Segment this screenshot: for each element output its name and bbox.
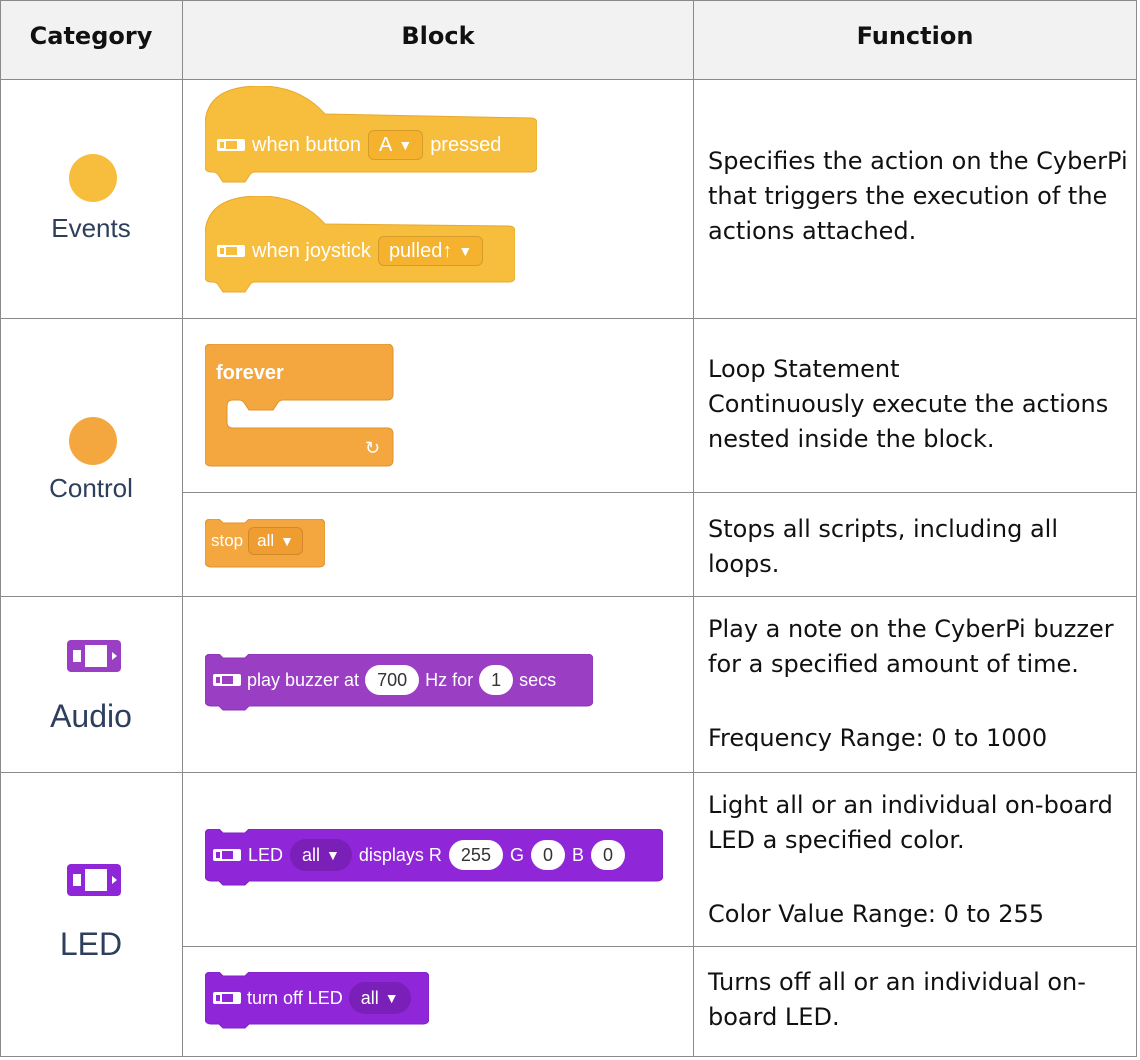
events-function-text: Specifies the action on the CyberPi that… xyxy=(708,147,1128,245)
led-off-dropdown[interactable]: all ▼ xyxy=(348,982,411,1014)
forever-block[interactable]: forever ↻ xyxy=(205,344,395,468)
pressed-label: pressed xyxy=(430,133,502,156)
table-header xyxy=(1,1,1136,79)
grid-line xyxy=(0,318,1137,319)
hz-for-label: Hz for xyxy=(425,669,474,690)
button-dropdown[interactable]: A▼ xyxy=(367,130,424,160)
joystick-dropdown-value: pulled↑ xyxy=(388,239,453,262)
when-joystick-pulled-block[interactable]: when joystick pulled↑ ▼ xyxy=(205,196,515,296)
stop-function-text: Stops all scripts, including all loops. xyxy=(708,515,1058,578)
stop-block[interactable]: stop all ▼ xyxy=(205,519,325,571)
dropdown-caret-icon: ▼ xyxy=(280,533,295,549)
grid-line xyxy=(693,0,694,1057)
b-label: B xyxy=(572,844,585,865)
grid-line xyxy=(0,0,1137,1)
led-dropdown-value: all xyxy=(302,844,321,865)
c-block-shape xyxy=(205,344,394,467)
when-button-label: when button xyxy=(252,133,361,156)
frequency-input[interactable]: 700 xyxy=(365,665,420,695)
dropdown-caret-icon: ▼ xyxy=(458,243,473,259)
header-block: Block xyxy=(401,22,475,50)
button-dropdown-value: A xyxy=(378,133,393,156)
cyberpi-device-icon xyxy=(213,990,241,1006)
events-category-label: Events xyxy=(51,213,131,243)
loop-arrow-icon: ↻ xyxy=(365,438,381,458)
audio-function-text: Play a note on the CyberPi buzzer for a … xyxy=(708,615,1114,678)
stop-label: stop xyxy=(211,531,244,550)
cyberpi-device-icon xyxy=(213,672,241,688)
grid-line xyxy=(0,0,1,1057)
forever-function-text: Continuously execute the actions nested … xyxy=(708,390,1109,453)
secs-label: secs xyxy=(519,669,557,690)
cyberpi-device-icon xyxy=(217,243,245,259)
grid-line xyxy=(0,772,1137,773)
play-buzzer-block[interactable]: play buzzer at 700 Hz for 1 secs xyxy=(205,654,593,716)
duration-input[interactable]: 1 xyxy=(479,665,514,695)
led-off-dropdown-value: all xyxy=(360,987,379,1008)
led-category-label: LED xyxy=(59,926,123,962)
events-category-icon xyxy=(69,154,117,202)
turn-off-led-block[interactable]: turn off LED all ▼ xyxy=(205,972,429,1032)
grid-line xyxy=(183,946,1137,947)
led-display-function-range: Color Value Range: 0 to 255 xyxy=(708,900,1045,928)
cyberpi-device-icon xyxy=(67,640,121,672)
green-value-input[interactable]: 0 xyxy=(530,840,565,870)
header-function: Function xyxy=(856,22,974,50)
grid-line xyxy=(0,596,1137,597)
blue-value-input[interactable]: 0 xyxy=(591,840,626,870)
grid-line xyxy=(0,1056,1137,1057)
led-select-dropdown[interactable]: all ▼ xyxy=(290,839,352,871)
control-category-label: Control xyxy=(49,473,133,503)
audio-category-label: Audio xyxy=(50,698,132,734)
led-displays-block[interactable]: LED all ▼ displays R 255 G 0 B 0 xyxy=(205,829,663,891)
stop-dropdown-value: all xyxy=(257,531,275,550)
hat-block-shape xyxy=(205,196,515,293)
grid-line xyxy=(182,0,183,1057)
joystick-dropdown[interactable]: pulled↑ ▼ xyxy=(377,236,484,266)
forever-function-title: Loop Statement xyxy=(708,355,900,383)
led-category-icon xyxy=(67,864,121,896)
forever-label: forever xyxy=(216,362,284,384)
led-label: LED xyxy=(248,844,284,865)
led-off-function-text: Turns off all or an individual on-board … xyxy=(708,968,1086,1031)
audio-category-icon xyxy=(67,640,121,672)
g-label: G xyxy=(509,844,524,865)
grid-line xyxy=(0,79,1137,80)
cyberpi-device-icon xyxy=(67,864,121,896)
grid-line xyxy=(183,492,1137,493)
displays-r-label: displays R xyxy=(358,844,442,865)
grid-line xyxy=(1136,0,1137,1057)
when-joystick-label: when joystick xyxy=(252,239,371,262)
audio-function-range: Frequency Range: 0 to 1000 xyxy=(708,724,1048,752)
cyberpi-device-icon xyxy=(213,847,241,863)
dropdown-caret-icon: ▼ xyxy=(384,990,399,1006)
dropdown-caret-icon: ▼ xyxy=(326,847,340,863)
stop-dropdown[interactable]: all ▼ xyxy=(248,527,304,555)
dropdown-caret-icon: ▼ xyxy=(398,137,413,153)
play-buzzer-label: play buzzer at xyxy=(247,669,360,690)
control-category-icon xyxy=(69,417,117,465)
cyberpi-device-icon xyxy=(217,137,245,153)
red-value-input[interactable]: 255 xyxy=(448,840,503,870)
turn-off-led-label: turn off LED xyxy=(247,987,343,1008)
header-category: Category xyxy=(29,22,153,50)
when-button-pressed-block[interactable]: when button A▼ pressed xyxy=(205,86,537,186)
led-display-function-text: Light all or an individual on-board LED … xyxy=(708,791,1113,854)
